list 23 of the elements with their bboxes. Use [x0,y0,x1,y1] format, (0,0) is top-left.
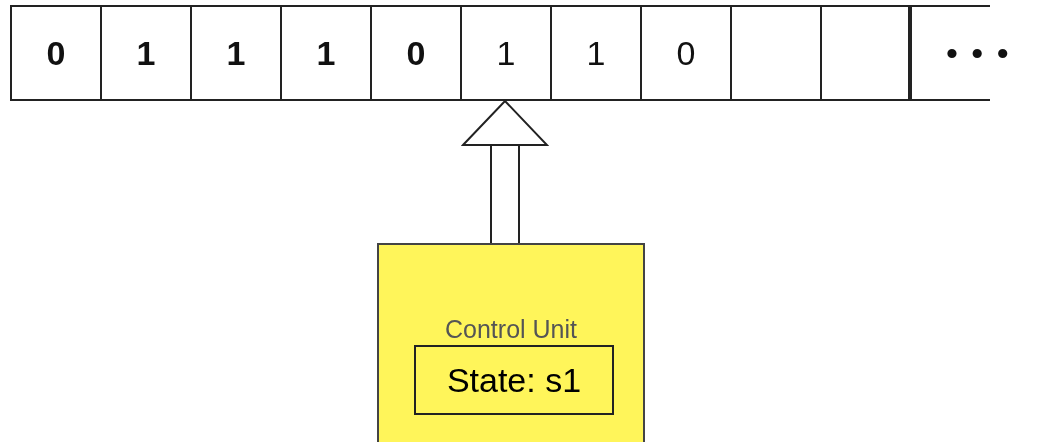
tape-symbol: 1 [136,33,156,73]
tape-symbol: 0 [676,33,696,73]
tape-cell [10,5,100,101]
tape-cell [640,5,730,101]
tape-symbol: 1 [586,33,606,73]
unit-title: Control Unit [444,315,578,344]
tape-cell [100,5,190,101]
state-box [414,345,614,415]
tape-symbol: 1 [226,33,246,73]
tape-symbol: 0 [46,33,66,73]
tape-cell [190,5,280,101]
tape-cell [730,5,820,101]
state-label: State: s1 [446,360,582,400]
tape-cell [820,5,910,101]
control-unit-box [377,243,645,442]
tape-symbol: 1 [316,33,336,73]
tape-cell [460,5,550,101]
tape-cell [370,5,460,101]
tape-cell [280,5,370,101]
tape-symbol: 0 [406,33,426,73]
tape-symbol: 1 [496,33,516,73]
ellipsis: • • • [945,33,1011,73]
tape-cell [550,5,640,101]
